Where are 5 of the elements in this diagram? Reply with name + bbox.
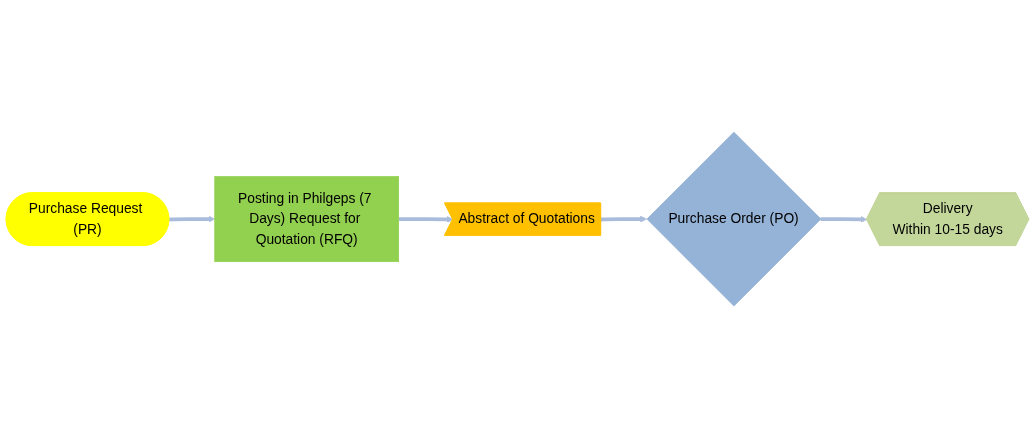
node-diamond: Purchase Order (PO) [646,132,822,307]
node-box: Posting in Philgeps (7 Days) Request for Quotation (RFQ) [214,176,399,263]
arrow [820,216,868,224]
arrow [600,216,647,223]
arrow [169,216,216,223]
